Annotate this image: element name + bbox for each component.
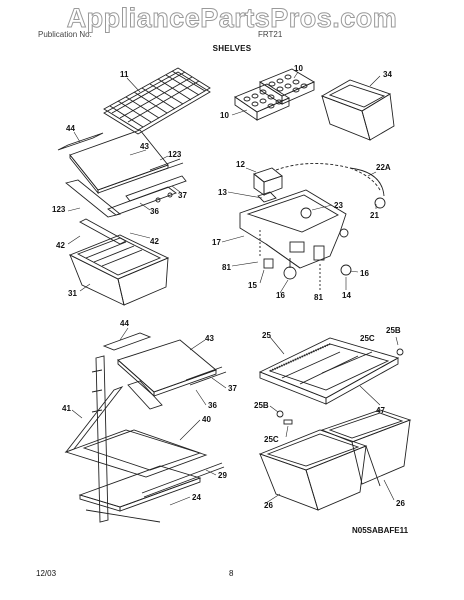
callout-24: 24 — [192, 493, 201, 502]
callout-25c-upper: 25C — [360, 334, 375, 343]
leader-lines — [67, 71, 399, 506]
callout-36-upper: 36 — [150, 207, 159, 216]
callout-31: 31 — [68, 289, 77, 298]
callout-14: 14 — [342, 291, 351, 300]
callout-43-upper: 43 — [140, 142, 149, 151]
callout-25c-lower: 25C — [264, 435, 279, 444]
callout-81-left: 81 — [222, 263, 231, 272]
callout-labels: 11 10 10 34 44 43 123 37 123 36 42 42 31… — [52, 64, 405, 510]
callout-41: 41 — [62, 404, 71, 413]
ice-bin — [320, 79, 395, 141]
crisper-cover — [258, 337, 404, 425]
callout-10-lower: 10 — [220, 111, 229, 120]
callout-40: 40 — [202, 415, 211, 424]
callout-47: 47 — [376, 406, 385, 415]
glass-shelf-lower-1 — [102, 332, 227, 410]
side-rail — [91, 355, 109, 523]
watermark: AppliancePartsPros.com — [66, 3, 398, 34]
callout-34: 34 — [383, 70, 392, 79]
callout-29: 29 — [218, 471, 227, 480]
callout-81-right: 81 — [314, 293, 323, 302]
callout-23: 23 — [334, 201, 343, 210]
callout-26-right: 26 — [396, 499, 405, 508]
callout-13: 13 — [218, 188, 227, 197]
callout-123-lower: 123 — [52, 205, 66, 214]
page-title: SHELVES — [212, 44, 252, 53]
callout-42-right: 42 — [150, 237, 159, 246]
callout-42-left: 42 — [56, 241, 65, 250]
callout-12: 12 — [236, 160, 245, 169]
callout-15: 15 — [248, 281, 257, 290]
callout-37-upper: 37 — [178, 191, 187, 200]
callout-37-lower: 37 — [228, 384, 237, 393]
callout-22a: 22A — [376, 163, 391, 172]
wire-shelf — [103, 67, 211, 135]
callout-25b-lower: 25B — [254, 401, 269, 410]
footer-page-number: 8 — [229, 569, 234, 578]
callout-26-left: 26 — [264, 501, 273, 510]
callout-44-upper: 44 — [66, 124, 75, 133]
callout-44-lower: 44 — [120, 319, 129, 328]
shelf-frame-upper — [65, 175, 187, 245]
callout-43-lower: 43 — [205, 334, 214, 343]
callout-123-upper: 123 — [168, 150, 182, 159]
callout-10-upper: 10 — [294, 64, 303, 73]
footer-date: 12/03 — [36, 569, 57, 578]
model-label: FRT21 — [258, 30, 283, 39]
callout-16-lower: 16 — [276, 291, 285, 300]
callout-21: 21 — [370, 211, 379, 220]
diagram-code: N05SABAFE11 — [352, 526, 409, 535]
callout-17: 17 — [212, 238, 221, 247]
callout-25: 25 — [262, 331, 271, 340]
ice-maker-assembly — [239, 163, 386, 290]
callout-36-lower: 36 — [208, 401, 217, 410]
callout-16-right: 16 — [360, 269, 369, 278]
ice-tray-lower — [234, 83, 290, 121]
callout-25b-upper: 25B — [386, 326, 401, 335]
callout-11: 11 — [120, 70, 129, 79]
glass-shelf-upper — [57, 129, 184, 195]
crisper-pan-left — [68, 234, 170, 306]
crisper-drawers — [258, 409, 412, 511]
publication-label: Publication No. — [38, 30, 92, 39]
